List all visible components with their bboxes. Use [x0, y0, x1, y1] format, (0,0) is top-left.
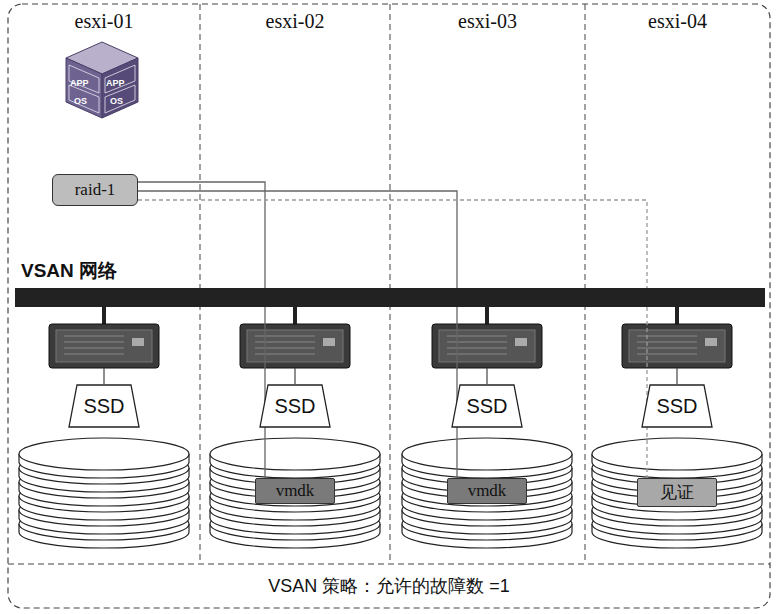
vmdk-label: vmdk — [468, 481, 507, 501]
vm-icon: APP APP OS OS — [62, 40, 142, 120]
outer-border — [8, 4, 770, 608]
ssd-label: SSD — [83, 395, 124, 418]
vm-label: OS — [74, 96, 87, 106]
server-icon — [240, 306, 350, 384]
mirror-link — [138, 200, 647, 478]
ssd-label: SSD — [656, 395, 697, 418]
host-label: esxi-01 — [8, 10, 200, 33]
witness-label: 见证 — [660, 481, 694, 504]
disk-stack — [592, 438, 762, 548]
servers — [49, 306, 732, 384]
host-column: esxi-02SSD vmdk — [200, 4, 390, 564]
mirror-link — [138, 191, 457, 478]
disk-stack — [19, 438, 189, 548]
witness-box: 见证 — [637, 478, 717, 507]
disk-stack — [210, 438, 380, 548]
server-icon — [622, 306, 732, 384]
host-column: esxi-01APP APP OS OS raid-1SSD — [8, 4, 200, 564]
raid-label: raid-1 — [75, 180, 116, 200]
ssd-shape: SSD — [451, 384, 523, 428]
host-column: esxi-04SSD 见证 — [585, 4, 770, 564]
mirror-link — [138, 182, 265, 478]
host-label: esxi-03 — [390, 10, 585, 33]
network-label: VSAN 网络 — [21, 258, 117, 284]
server-icon — [49, 306, 159, 384]
column-divider — [585, 4, 586, 564]
server-icon — [432, 306, 542, 384]
vm-label: APP — [106, 78, 125, 88]
column-divider — [200, 4, 201, 564]
host-label: esxi-02 — [200, 10, 390, 33]
ssd-shape: SSD — [68, 384, 140, 428]
disk-stacks — [19, 438, 762, 548]
ssd-shape: SSD — [641, 384, 713, 428]
host-column: esxi-03SSD vmdk — [390, 4, 585, 564]
caption-divider — [8, 564, 770, 565]
ssd-shape: SSD — [259, 384, 331, 428]
network-band: VSAN 网络 — [15, 288, 765, 307]
vm-label: APP — [70, 78, 89, 88]
vmdk-box: vmdk — [255, 478, 335, 504]
vmdk-label: vmdk — [276, 481, 315, 501]
vm-label: OS — [110, 96, 123, 106]
ssd-label: SSD — [466, 395, 507, 418]
vmdk-box: vmdk — [447, 478, 527, 504]
disk-stack — [402, 438, 572, 548]
column-divider — [390, 4, 391, 564]
ssd-label: SSD — [274, 395, 315, 418]
policy-caption: VSAN 策略：允许的故障数 =1 — [8, 574, 770, 598]
raid-box: raid-1 — [52, 174, 138, 206]
host-label: esxi-04 — [585, 10, 770, 33]
